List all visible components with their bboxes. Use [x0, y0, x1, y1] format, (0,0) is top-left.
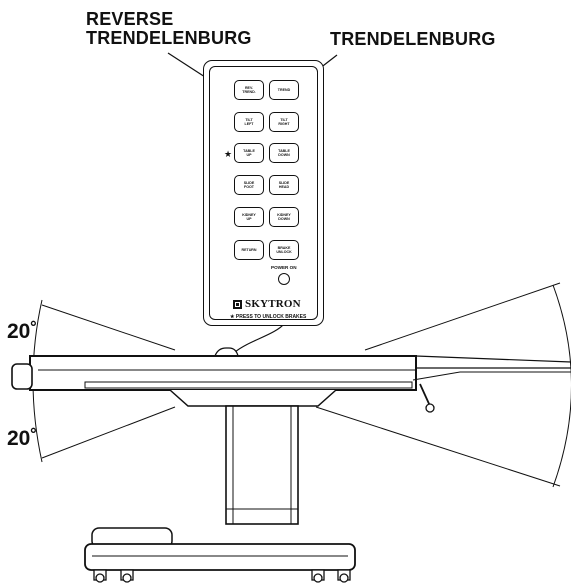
tilt-right-button[interactable]: TILT RIGHT	[269, 112, 299, 132]
table-up-button-label: TABLE UP	[243, 148, 255, 157]
caster-4-wheel	[339, 573, 349, 583]
caster-2-wheel	[122, 573, 132, 583]
lever-arm	[419, 383, 431, 407]
pendant-face	[209, 66, 318, 320]
base	[84, 527, 356, 571]
pendant-cord	[234, 322, 286, 353]
table-down-button[interactable]: TABLE DOWN	[269, 143, 299, 163]
trend-button[interactable]: TREND	[269, 80, 299, 100]
slide-head-button[interactable]: SLIDE HEAD	[269, 175, 299, 195]
power-on-button[interactable]	[278, 273, 290, 285]
under-frame	[169, 389, 337, 407]
tilt-right-button-label: TILT RIGHT	[278, 117, 290, 126]
lever-knob	[425, 403, 435, 413]
table-down-button-label: TABLE DOWN	[278, 148, 290, 157]
brand-name: SKYTRON	[245, 298, 301, 310]
brake-unlock-button-label: BRAKE UNLOCK	[276, 245, 292, 254]
trend-button-label: TREND	[277, 87, 291, 92]
return-button-label: RETURN	[241, 247, 257, 252]
reverse-label-line2: TRENDELENBURG	[86, 28, 252, 48]
star-icon: ★	[224, 150, 233, 160]
caster-3-wheel	[313, 573, 323, 583]
skytron-logo-icon	[233, 299, 242, 309]
table-top-knob	[214, 347, 239, 357]
left-upper-angle-line	[41, 304, 176, 351]
brake-note: ★ PRESS TO UNLOCK BRAKES	[230, 314, 307, 320]
upper-angle-label: 20˚	[7, 320, 38, 343]
brake-unlock-button[interactable]: BRAKE UNLOCK	[269, 240, 299, 260]
hand-pendant	[203, 60, 324, 326]
casters	[93, 569, 351, 583]
column	[225, 405, 299, 525]
right-angle-arc	[552, 284, 571, 488]
return-button[interactable]: RETURN	[234, 240, 264, 260]
rev-trend-button-label: REV. TREND.	[242, 85, 256, 94]
rev-trend-button[interactable]: REV. TREND.	[234, 80, 264, 100]
table-up-button[interactable]: TABLE UP	[234, 143, 264, 163]
tilt-left-button[interactable]: TILT LEFT	[234, 112, 264, 132]
kidney-down-button[interactable]: KIDNEY DOWN	[269, 207, 299, 227]
right-upper-angle-line	[364, 282, 561, 351]
trendelenburg-label: TRENDELENBURG	[330, 29, 496, 49]
brand-mark: SKYTRON	[233, 298, 301, 310]
tilted-top-extension	[415, 355, 571, 369]
power-on-label: POWER ON	[271, 265, 297, 270]
lower-angle-label: 20˚	[7, 427, 38, 450]
slide-foot-button-label: SLIDE FOOT	[243, 180, 255, 189]
side-rail	[84, 381, 413, 389]
kidney-up-button-label: KIDNEY UP	[242, 212, 256, 221]
table-head-end	[11, 363, 33, 390]
slide-foot-button[interactable]: SLIDE FOOT	[234, 175, 264, 195]
caster-1-wheel	[95, 573, 105, 583]
slide-head-button-label: SLIDE HEAD	[278, 180, 290, 189]
right-lower-angle-line	[315, 406, 561, 487]
reverse-label-line1: REVERSE	[86, 9, 174, 29]
base-body	[84, 543, 356, 571]
kidney-down-button-label: KIDNEY DOWN	[277, 212, 291, 221]
left-lower-angle-line	[41, 406, 176, 459]
reverse-trendelenburg-label: REVERSE TRENDELENBURG	[86, 10, 252, 48]
tilt-left-button-label: TILT LEFT	[244, 117, 254, 126]
kidney-up-button[interactable]: KIDNEY UP	[234, 207, 264, 227]
